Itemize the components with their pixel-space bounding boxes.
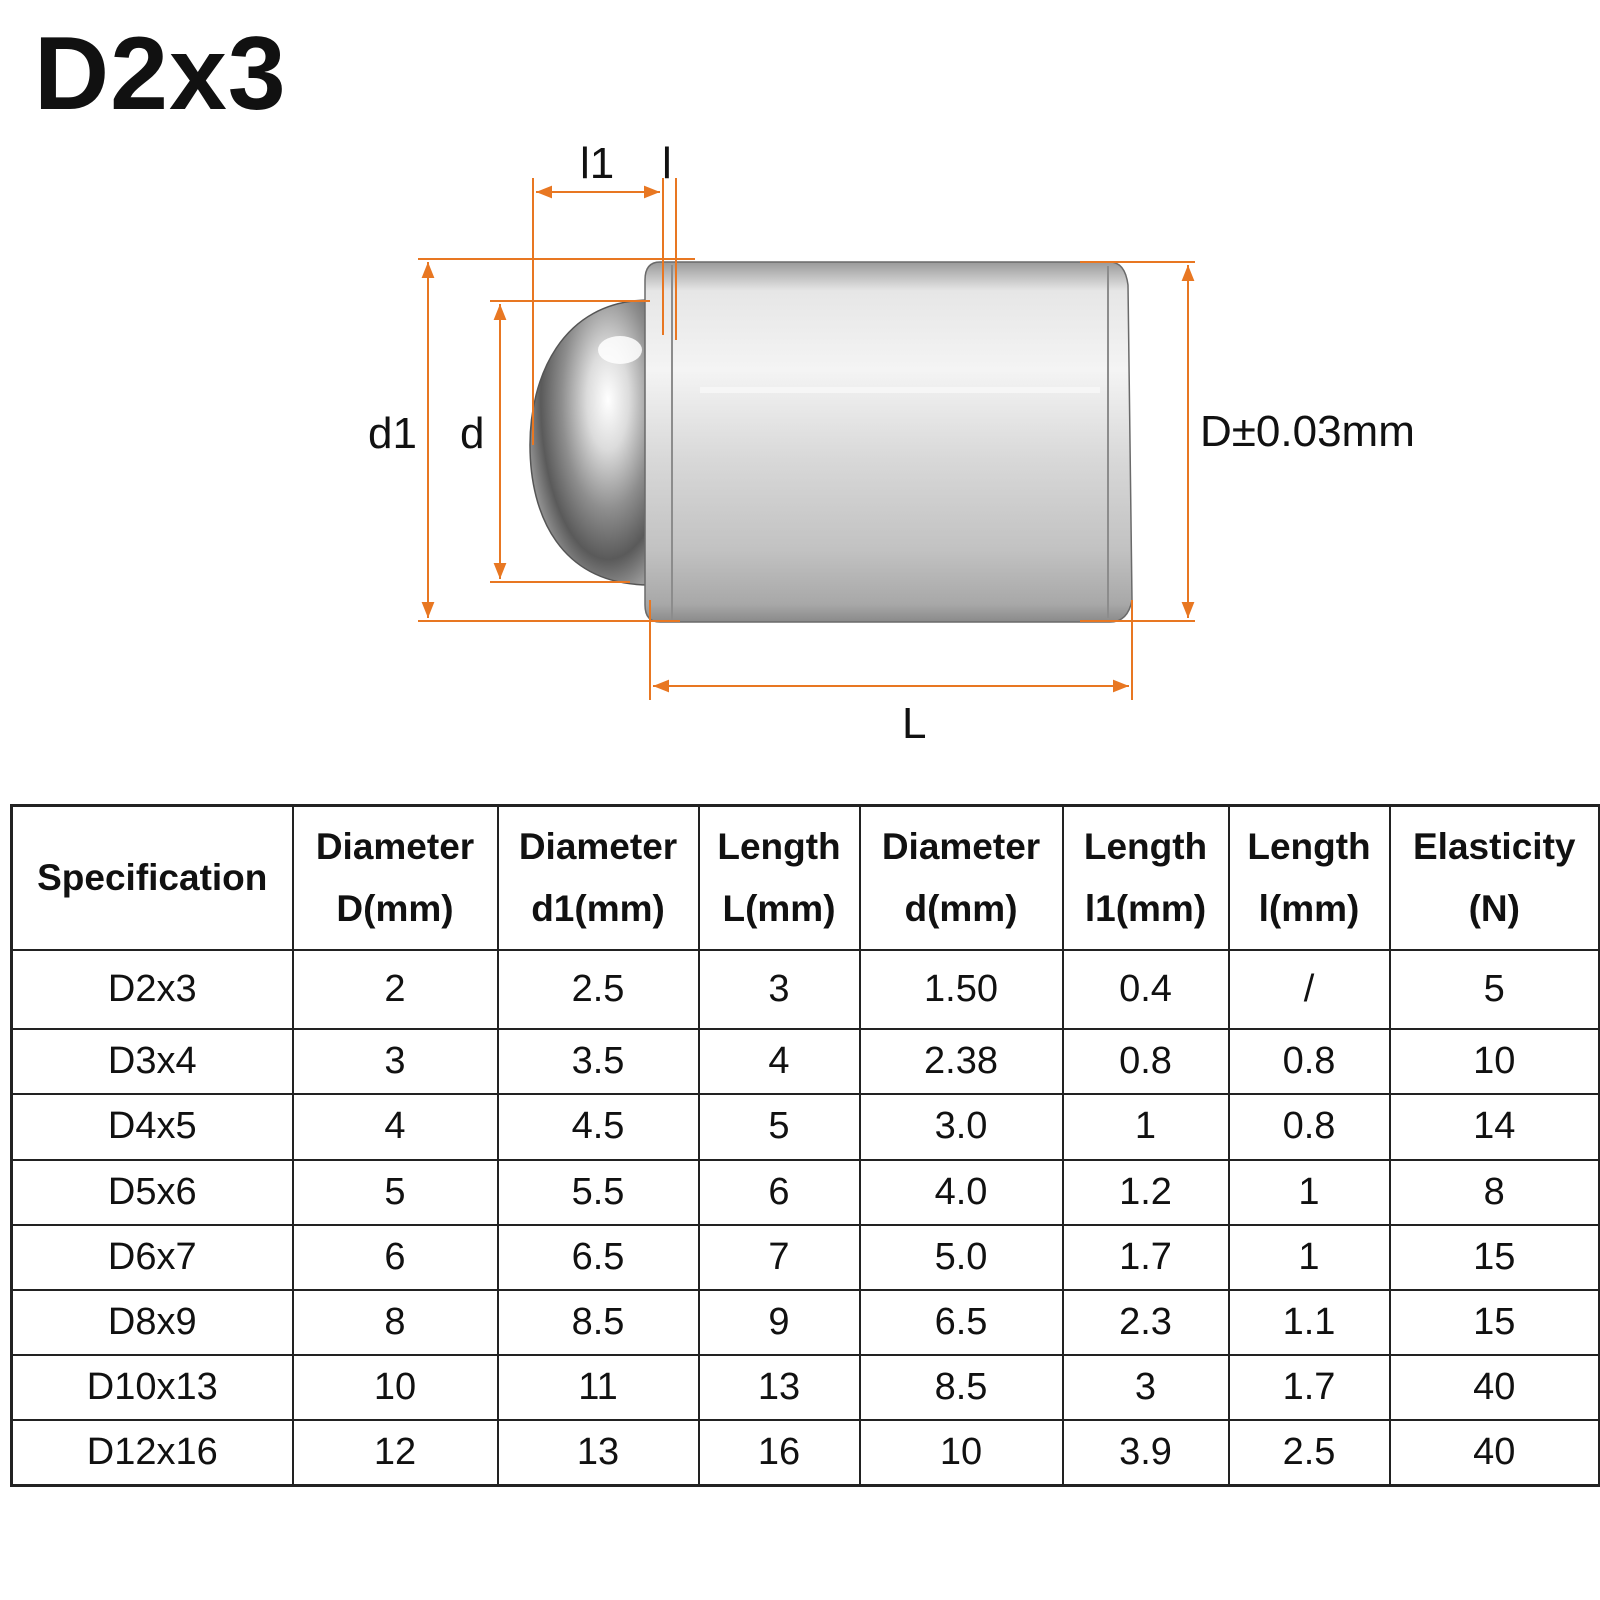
spec-cell: D5x6 (10, 1158, 294, 1226)
spec-cell: D3x4 (10, 1028, 294, 1096)
value-cell: 6.5 (858, 1288, 1064, 1356)
spec-cell: D6x7 (10, 1223, 294, 1291)
header-diameter-d1: Diameter d1(mm) (496, 804, 700, 951)
value-cell: 6.5 (496, 1223, 700, 1291)
value-cell: 5.0 (858, 1223, 1064, 1291)
value-cell: 1.2 (1061, 1158, 1230, 1226)
value-cell: 15 (1388, 1288, 1600, 1356)
page-title: D2x3 (34, 16, 287, 132)
ball (529, 299, 651, 586)
value-cell: 12 (291, 1418, 499, 1487)
value-cell: 40 (1388, 1353, 1600, 1421)
label-D: D±0.03mm (1200, 407, 1415, 456)
value-cell: 5 (291, 1158, 499, 1226)
value-cell: 3.9 (1061, 1418, 1230, 1487)
value-cell: 14 (1388, 1093, 1600, 1161)
value-cell: 2.3 (1061, 1288, 1230, 1356)
table-header-row: Specification Diameter D(mm) Diameter d1… (10, 804, 1600, 951)
value-cell: 3.0 (858, 1093, 1064, 1161)
label-l1: l1 (580, 139, 614, 188)
value-cell: 10 (291, 1353, 499, 1421)
value-cell: / (1227, 948, 1391, 1031)
value-cell: 7 (697, 1223, 861, 1291)
value-cell: 16 (697, 1418, 861, 1487)
header-length-L: Length L(mm) (697, 804, 861, 951)
value-cell: 15 (1388, 1223, 1600, 1291)
value-cell: 1 (1227, 1223, 1391, 1291)
header-length-l: Length l(mm) (1227, 804, 1391, 951)
value-cell: 0.8 (1227, 1093, 1391, 1161)
value-cell: 4 (291, 1093, 499, 1161)
value-cell: 6 (291, 1223, 499, 1291)
value-cell: 3 (291, 1028, 499, 1096)
value-cell: 8 (1388, 1158, 1600, 1226)
value-cell: 1 (1061, 1093, 1230, 1161)
spec-cell: D10x13 (10, 1353, 294, 1421)
value-cell: 9 (697, 1288, 861, 1356)
value-cell: 1.7 (1227, 1353, 1391, 1421)
value-cell: 5 (697, 1093, 861, 1161)
value-cell: 1.50 (858, 948, 1064, 1031)
value-cell: 8.5 (858, 1353, 1064, 1421)
spec-cell: D4x5 (10, 1093, 294, 1161)
value-cell: 1 (1227, 1158, 1391, 1226)
value-cell: 5 (1388, 948, 1600, 1031)
label-d: d (460, 409, 484, 458)
value-cell: 0.8 (1061, 1028, 1230, 1096)
dimension-lines (418, 178, 1195, 700)
specification-table: Specification Diameter D(mm) Diameter d1… (10, 804, 1600, 1487)
header-diameter-D: Diameter D(mm) (291, 804, 499, 951)
spec-cell: D12x16 (10, 1418, 294, 1487)
value-cell: 5.5 (496, 1158, 700, 1226)
header-length-l1: Length l1(mm) (1061, 804, 1230, 951)
spec-cell: D2x3 (10, 948, 294, 1031)
value-cell: 4.0 (858, 1158, 1064, 1226)
value-cell: 0.4 (1061, 948, 1230, 1031)
value-cell: 10 (858, 1418, 1064, 1487)
value-cell: 13 (496, 1418, 700, 1487)
header-elasticity: Elasticity (N) (1388, 804, 1600, 951)
value-cell: 2.38 (858, 1028, 1064, 1096)
value-cell: 13 (697, 1353, 861, 1421)
header-specification: Specification (10, 804, 294, 951)
value-cell: 3 (1061, 1353, 1230, 1421)
value-cell: 40 (1388, 1418, 1600, 1487)
value-cell: 8.5 (496, 1288, 700, 1356)
label-L: L (902, 699, 926, 748)
value-cell: 4 (697, 1028, 861, 1096)
value-cell: 3 (697, 948, 861, 1031)
value-cell: 11 (496, 1353, 700, 1421)
value-cell: 4.5 (496, 1093, 700, 1161)
value-cell: 8 (291, 1288, 499, 1356)
header-diameter-d: Diameter d(mm) (858, 804, 1064, 951)
plunger-body (644, 261, 1133, 623)
value-cell: 2.5 (496, 948, 700, 1031)
spec-cell: D8x9 (10, 1288, 294, 1356)
value-cell: 6 (697, 1158, 861, 1226)
value-cell: 2 (291, 948, 499, 1031)
value-cell: 0.8 (1227, 1028, 1391, 1096)
ball-plunger-dimension-diagram: l1 l d1 d D±0.03mm L (368, 139, 1415, 748)
value-cell: 1.7 (1061, 1223, 1230, 1291)
label-l: l (662, 139, 672, 188)
value-cell: 3.5 (496, 1028, 700, 1096)
label-d1: d1 (368, 409, 417, 458)
value-cell: 10 (1388, 1028, 1600, 1096)
value-cell: 1.1 (1227, 1288, 1391, 1356)
value-cell: 2.5 (1227, 1418, 1391, 1487)
